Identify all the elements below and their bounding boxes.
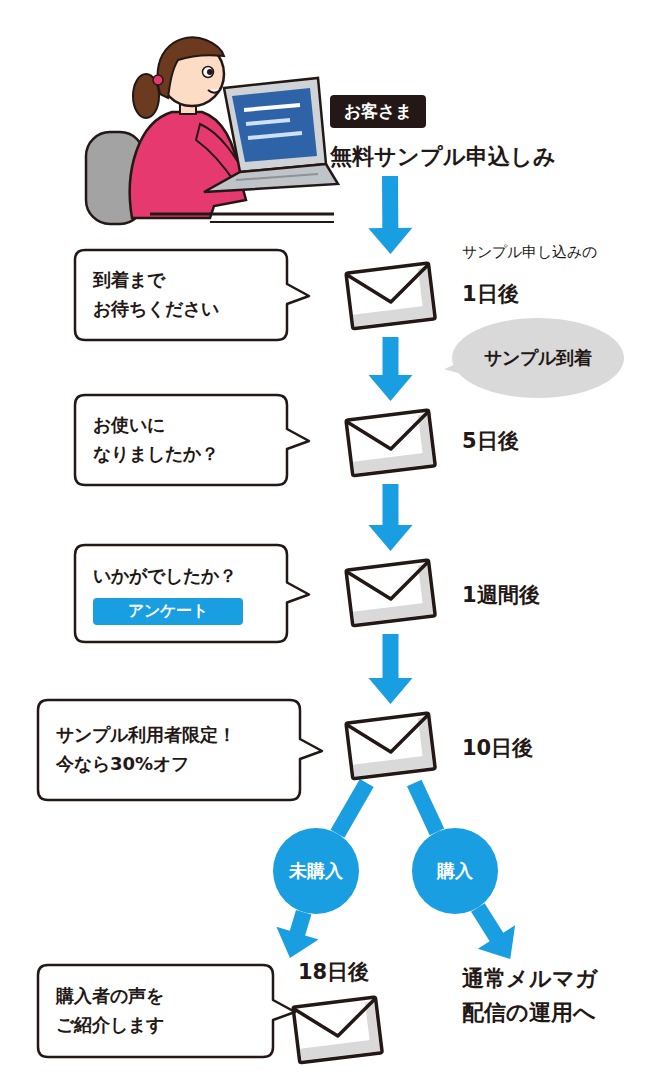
bubble-outline (75, 545, 309, 642)
flow-arrow (369, 484, 413, 551)
end-text-text: 通常メルマガ 配信の運用へ (462, 962, 598, 1030)
envelope-outline (346, 713, 435, 779)
laptop-screen (232, 88, 317, 162)
screen-line (248, 133, 302, 138)
env-small-text: サンプル申し込みの (462, 243, 597, 262)
bubble-shape (75, 250, 311, 342)
envelope-body (346, 713, 435, 779)
speech-bubble: いかがでしたか？ アンケート (75, 545, 287, 642)
mail-envelope: 5日後 (343, 405, 438, 480)
flow-arrow (369, 337, 413, 401)
circ-t-text: 購入 (437, 859, 473, 883)
env-day-text: 5日後 (462, 427, 519, 455)
bubble-outline (38, 965, 295, 1057)
envelope-svg (343, 258, 438, 333)
flow-arrow (407, 780, 444, 836)
envelope-svg (343, 405, 438, 480)
envelope-body (293, 997, 382, 1063)
bubble-shape (75, 545, 311, 644)
envelope-svg (290, 992, 385, 1067)
bubble-shape (38, 965, 297, 1059)
env-day-text: 10日後 (462, 734, 533, 762)
env-day-text: 1週間後 (462, 581, 540, 609)
mouth (208, 89, 221, 93)
laptop-screen-frame (224, 78, 326, 172)
envelope-outline (346, 263, 435, 329)
circ-t-text: 未購入 (289, 859, 343, 883)
bt-text: サンプル利用者限定！ 今なら30%オフ (56, 721, 236, 779)
pupil (207, 69, 213, 75)
hair (158, 37, 224, 98)
envelope-flap (347, 265, 431, 307)
desk-edge (210, 221, 334, 223)
envelope-body (346, 263, 435, 329)
envelope-flap (347, 562, 431, 604)
branch-circle: 購入 (412, 828, 498, 914)
laptop-base (204, 164, 338, 192)
envelope-svg (343, 708, 438, 783)
flow-arrow (471, 903, 515, 959)
envelope-svg (343, 555, 438, 630)
envelope-icon (346, 263, 435, 329)
mail-envelope: 10日後 (343, 708, 438, 783)
flow-arrow (276, 910, 318, 958)
torso (130, 112, 246, 218)
head-text-text: 無料サンプル申込しみ (330, 142, 556, 172)
branch-circle: 未購入 (273, 828, 359, 914)
customer-step: お客さま無料サンプル申込しみ (330, 95, 556, 172)
envelope-outline (346, 410, 435, 476)
mail-envelope: 1週間後 (343, 555, 438, 630)
bt-text: お使いに なりましたか？ (93, 411, 219, 469)
envelope-flap (294, 999, 378, 1041)
hair-band (153, 75, 163, 85)
envelope-icon (346, 560, 435, 626)
envelope-outline (293, 997, 382, 1063)
tag-black-text: お客さま (330, 95, 426, 128)
grey-t-text: サンプル到着 (484, 346, 592, 370)
tag-blue-text: アンケート (93, 598, 243, 625)
bt-text: 購入者の声を ご紹介します (56, 982, 164, 1040)
eye (203, 67, 214, 78)
mail-envelope: 18日後 (290, 958, 385, 1067)
envelope-outline (346, 560, 435, 626)
event-bubble: サンプル到着 (452, 318, 624, 398)
envelope-body (346, 560, 435, 626)
speech-bubble: 購入者の声を ご紹介します (38, 965, 273, 1057)
keyboard-line (236, 174, 318, 180)
env-day-text: 18日後 (298, 958, 369, 986)
desk (150, 213, 334, 216)
speech-bubble: 到着まで お待ちください (75, 250, 287, 340)
envelope-body (346, 410, 435, 476)
speech-bubble: サンプル利用者限定！ 今なら30%オフ (38, 700, 300, 800)
envelope-flap (347, 715, 431, 757)
bubble-outline (75, 395, 309, 485)
bubble-outline (75, 250, 309, 340)
bubble-ellipse (452, 318, 624, 398)
bubble-shape (75, 395, 311, 487)
flow-arrow (369, 634, 413, 704)
bubble-outline (38, 700, 322, 800)
end-step: 通常メルマガ 配信の運用へ (462, 962, 600, 1031)
env-day-text: 1日後 (462, 280, 519, 308)
bubble-shape (38, 700, 324, 802)
envelope-icon (346, 410, 435, 476)
speech-bubble: お使いに なりましたか？ (75, 395, 287, 485)
bt-text: いかがでしたか？ (93, 562, 237, 591)
mail-envelope: サンプル申し込みの1日後 (343, 258, 438, 333)
flow-arrow (331, 779, 374, 838)
envelope-flap (347, 412, 431, 454)
bt-text: 到着まで お待ちください (93, 266, 219, 324)
envelope-icon (293, 997, 382, 1063)
screen-line (246, 120, 290, 124)
flow-arrow (368, 176, 412, 254)
envelope-icon (346, 713, 435, 779)
screen-line (244, 105, 300, 110)
